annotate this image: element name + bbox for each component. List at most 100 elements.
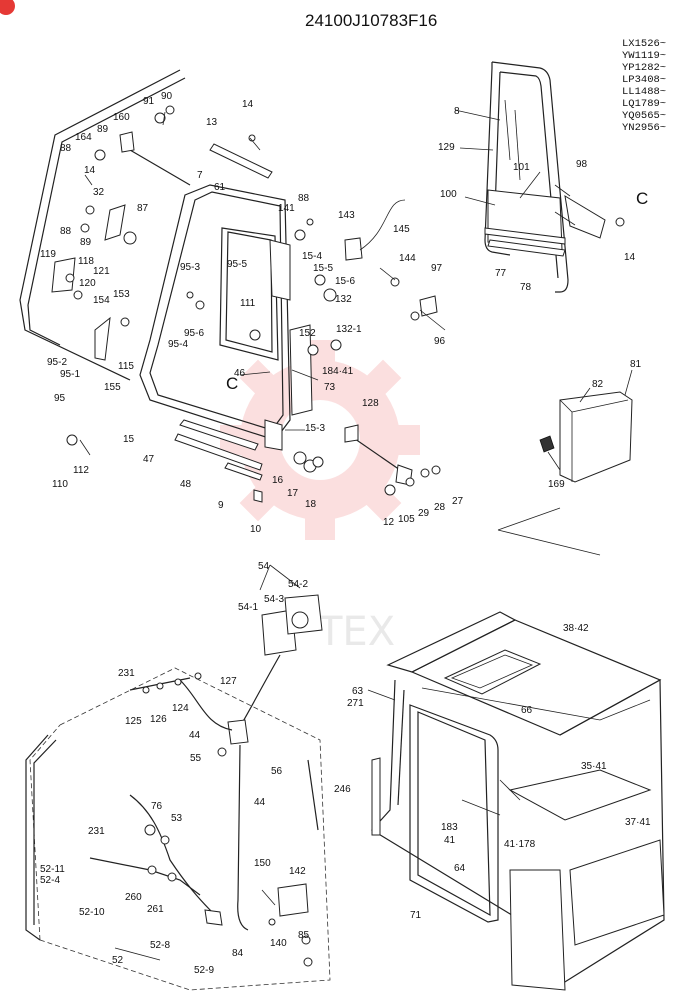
callout-label: 10 [250, 524, 262, 535]
callout-label: 111 [240, 298, 256, 309]
callout-label: 71 [410, 910, 422, 921]
callout-label: 231 [88, 826, 105, 837]
callout-label: 63 [352, 686, 364, 697]
callout-label: 155 [104, 382, 121, 393]
serial-range: LX1526~ [622, 38, 666, 50]
callout-label: 120 [79, 278, 96, 289]
watermark-text: TEX [317, 609, 395, 655]
storage-box-drawing [497, 369, 633, 556]
serial-range: YP1282~ [622, 62, 666, 74]
callout-label: 52-11 [40, 864, 65, 875]
callout-label: 76 [151, 801, 163, 812]
callout-label: 55 [190, 753, 202, 764]
callout-label: 112 [73, 465, 89, 476]
callout-label: 150 [254, 858, 271, 869]
callout-label: 127 [220, 676, 237, 687]
callout-label: 16 [272, 475, 284, 486]
drawing-number: 24100J10783F16 [305, 11, 437, 30]
callout-label: 17 [287, 488, 299, 499]
callout-label: 98 [576, 159, 588, 170]
callout-label: 145 [393, 224, 410, 235]
callout-label: 121 [93, 266, 110, 277]
callout-label: 95-2 [47, 357, 67, 368]
callout-label: 142 [289, 866, 306, 877]
callout-label: 15-4 [302, 251, 322, 262]
callout-label: 96 [434, 336, 446, 347]
callout-label: 53 [171, 813, 183, 824]
callout-label: 52-4 [40, 875, 60, 886]
callout-label: 115 [118, 361, 134, 372]
callout-label: 164 [75, 132, 92, 143]
corner-badge-icon [0, 0, 15, 15]
callout-label: 56 [271, 766, 283, 777]
callout-label: 119 [40, 249, 56, 260]
callout-label: 169 [548, 479, 565, 490]
callout-label: 14 [624, 252, 636, 263]
callout-label: 32 [93, 187, 105, 198]
callout-label: 124 [172, 703, 189, 714]
callout-label: 100 [440, 189, 457, 200]
callout-label: 37·41 [625, 817, 651, 828]
callout-labels-window: 8 129 101 98 100 C 14 77 78 [438, 106, 648, 293]
callout-label: 95-4 [168, 339, 188, 350]
callout-label: 87 [137, 203, 149, 214]
callout-label: 73 [324, 382, 336, 393]
callout-label: 132 [335, 294, 352, 305]
callout-label: 52 [112, 955, 124, 966]
callout-label: 54-2 [288, 579, 308, 590]
callout-label: 271 [347, 698, 364, 709]
callout-label: 140 [270, 938, 287, 949]
callout-label: 48 [180, 479, 192, 490]
callout-label: 18 [305, 499, 317, 510]
callout-label: 14 [242, 99, 254, 110]
callout-label: 15-6 [335, 276, 355, 287]
callout-label: 52-10 [79, 907, 105, 918]
callout-label: 84 [232, 948, 244, 959]
callout-label: 261 [147, 904, 164, 915]
callout-label: 41·178 [504, 839, 536, 850]
callout-label: 35·41 [581, 761, 607, 772]
callout-label: 88 [60, 226, 72, 237]
callout-label: 44 [254, 797, 266, 808]
callout-label: 88 [60, 143, 72, 154]
callout-label: 110 [52, 479, 68, 490]
callout-label: 64 [454, 863, 466, 874]
callout-label: 44 [189, 730, 201, 741]
callout-label-detail: C [226, 374, 238, 393]
callout-label: 183 [441, 822, 458, 833]
callout-label: 128 [362, 398, 379, 409]
callout-label: 78 [520, 282, 532, 293]
serial-range: LL1488~ [622, 86, 666, 98]
serial-range-list: LX1526~ YW1119~ YP1282~ LP3408~ LL1488~ … [622, 38, 666, 134]
serial-range: LP3408~ [622, 74, 666, 86]
callout-label: 95-1 [60, 369, 80, 380]
callout-label: 126 [150, 714, 167, 725]
callout-label: 52-8 [150, 940, 170, 951]
callout-label: 153 [113, 289, 130, 300]
callout-label: 260 [125, 892, 142, 903]
callout-label: 91 [143, 96, 155, 107]
watermark-gear-logo [220, 340, 420, 540]
callout-label: 27 [452, 496, 464, 507]
callout-label: 141 [278, 203, 295, 214]
callout-label: 28 [434, 502, 446, 513]
callout-label: 152 [299, 328, 316, 339]
callout-label: 82 [592, 379, 604, 390]
callout-label: 77 [495, 268, 507, 279]
cab-body-drawing [367, 611, 665, 991]
callout-label: 89 [97, 124, 109, 135]
callout-label: 118 [78, 256, 94, 267]
callout-label: 54 [258, 561, 270, 572]
callout-label: 9 [218, 500, 224, 511]
callout-label: 231 [118, 668, 135, 679]
callout-labels-box: 82 81 169 [548, 359, 642, 490]
callout-label: 132-1 [336, 324, 362, 335]
callout-label: 52-9 [194, 965, 214, 976]
callout-label: 90 [161, 91, 173, 102]
callout-label: 160 [113, 112, 130, 123]
callout-label: 54-1 [238, 602, 258, 613]
callout-label: 8 [454, 106, 460, 117]
callout-label: 46 [234, 368, 246, 379]
callout-label: 88 [298, 193, 310, 204]
